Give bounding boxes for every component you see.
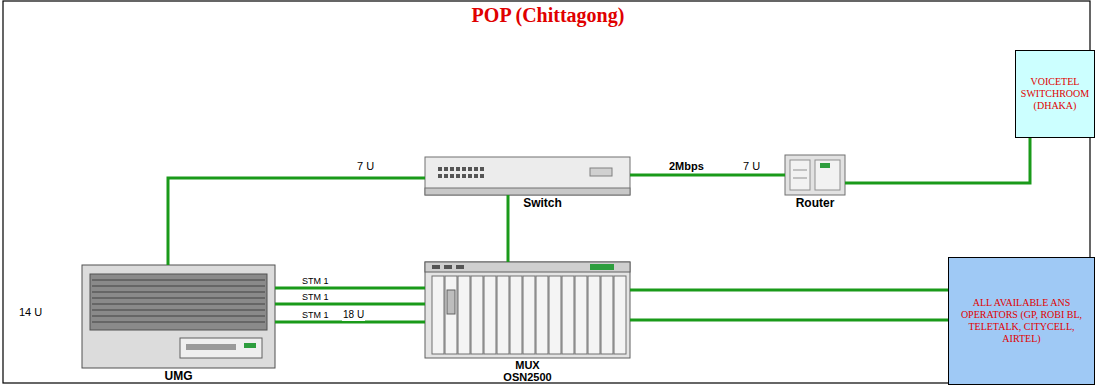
link-line <box>630 289 948 292</box>
green-link <box>275 304 425 305</box>
router-illustration <box>785 155 845 195</box>
green-link <box>630 175 785 176</box>
link-label: STM 1 <box>301 292 330 302</box>
green-link <box>275 322 425 323</box>
umg-illustration <box>82 265 275 368</box>
green-link <box>275 288 425 289</box>
green-link <box>168 178 425 265</box>
device-label: MUX OSN2500 <box>497 359 559 383</box>
mux-device: MUX OSN2500 <box>425 262 630 383</box>
rack-unit-label: 18 U <box>342 309 365 321</box>
link-label: 2Mbps <box>668 160 705 172</box>
device-label: Router <box>785 196 845 211</box>
link-line <box>507 195 510 262</box>
switch-illustration <box>425 157 630 195</box>
green-link <box>630 320 948 321</box>
link-line <box>168 178 425 265</box>
link-line <box>630 174 785 177</box>
box-text: ALL AVAILABLE ANS OPERATORS (GP, ROBI BL… <box>953 297 1090 345</box>
device-area <box>425 262 630 358</box>
box-text: VOICETEL SWITCHROOM (DHAKA) <box>1020 76 1090 112</box>
rack-unit-label: 7 U <box>356 160 375 172</box>
device-label: UMG <box>82 369 275 384</box>
endpoint-box: VOICETEL SWITCHROOM (DHAKA) <box>1015 50 1095 138</box>
green-link <box>845 138 1030 183</box>
device-area <box>82 265 275 368</box>
outer-frame <box>3 1 1090 383</box>
rack-unit-label: 7 U <box>742 160 761 172</box>
rack-unit-label: 14 U <box>18 306 43 318</box>
device-label: Switch <box>425 196 630 211</box>
device-area <box>425 157 630 195</box>
switch-device: Switch <box>425 157 630 211</box>
link-line <box>845 138 1030 183</box>
mux-illustration <box>425 262 630 358</box>
device-area <box>785 155 845 195</box>
green-link <box>630 290 948 291</box>
endpoint-box: ALL AVAILABLE ANS OPERATORS (GP, ROBI BL… <box>948 257 1095 385</box>
link-line <box>275 287 425 290</box>
router-device: Router <box>785 155 845 211</box>
link-label: STM 1 <box>301 276 330 286</box>
link-line <box>630 319 948 322</box>
diagram-title: POP (Chittagong) <box>468 2 628 28</box>
link-label: STM 1 <box>301 310 330 320</box>
green-link <box>508 195 509 262</box>
umg-device: UMG <box>82 265 275 384</box>
link-line <box>275 303 425 306</box>
